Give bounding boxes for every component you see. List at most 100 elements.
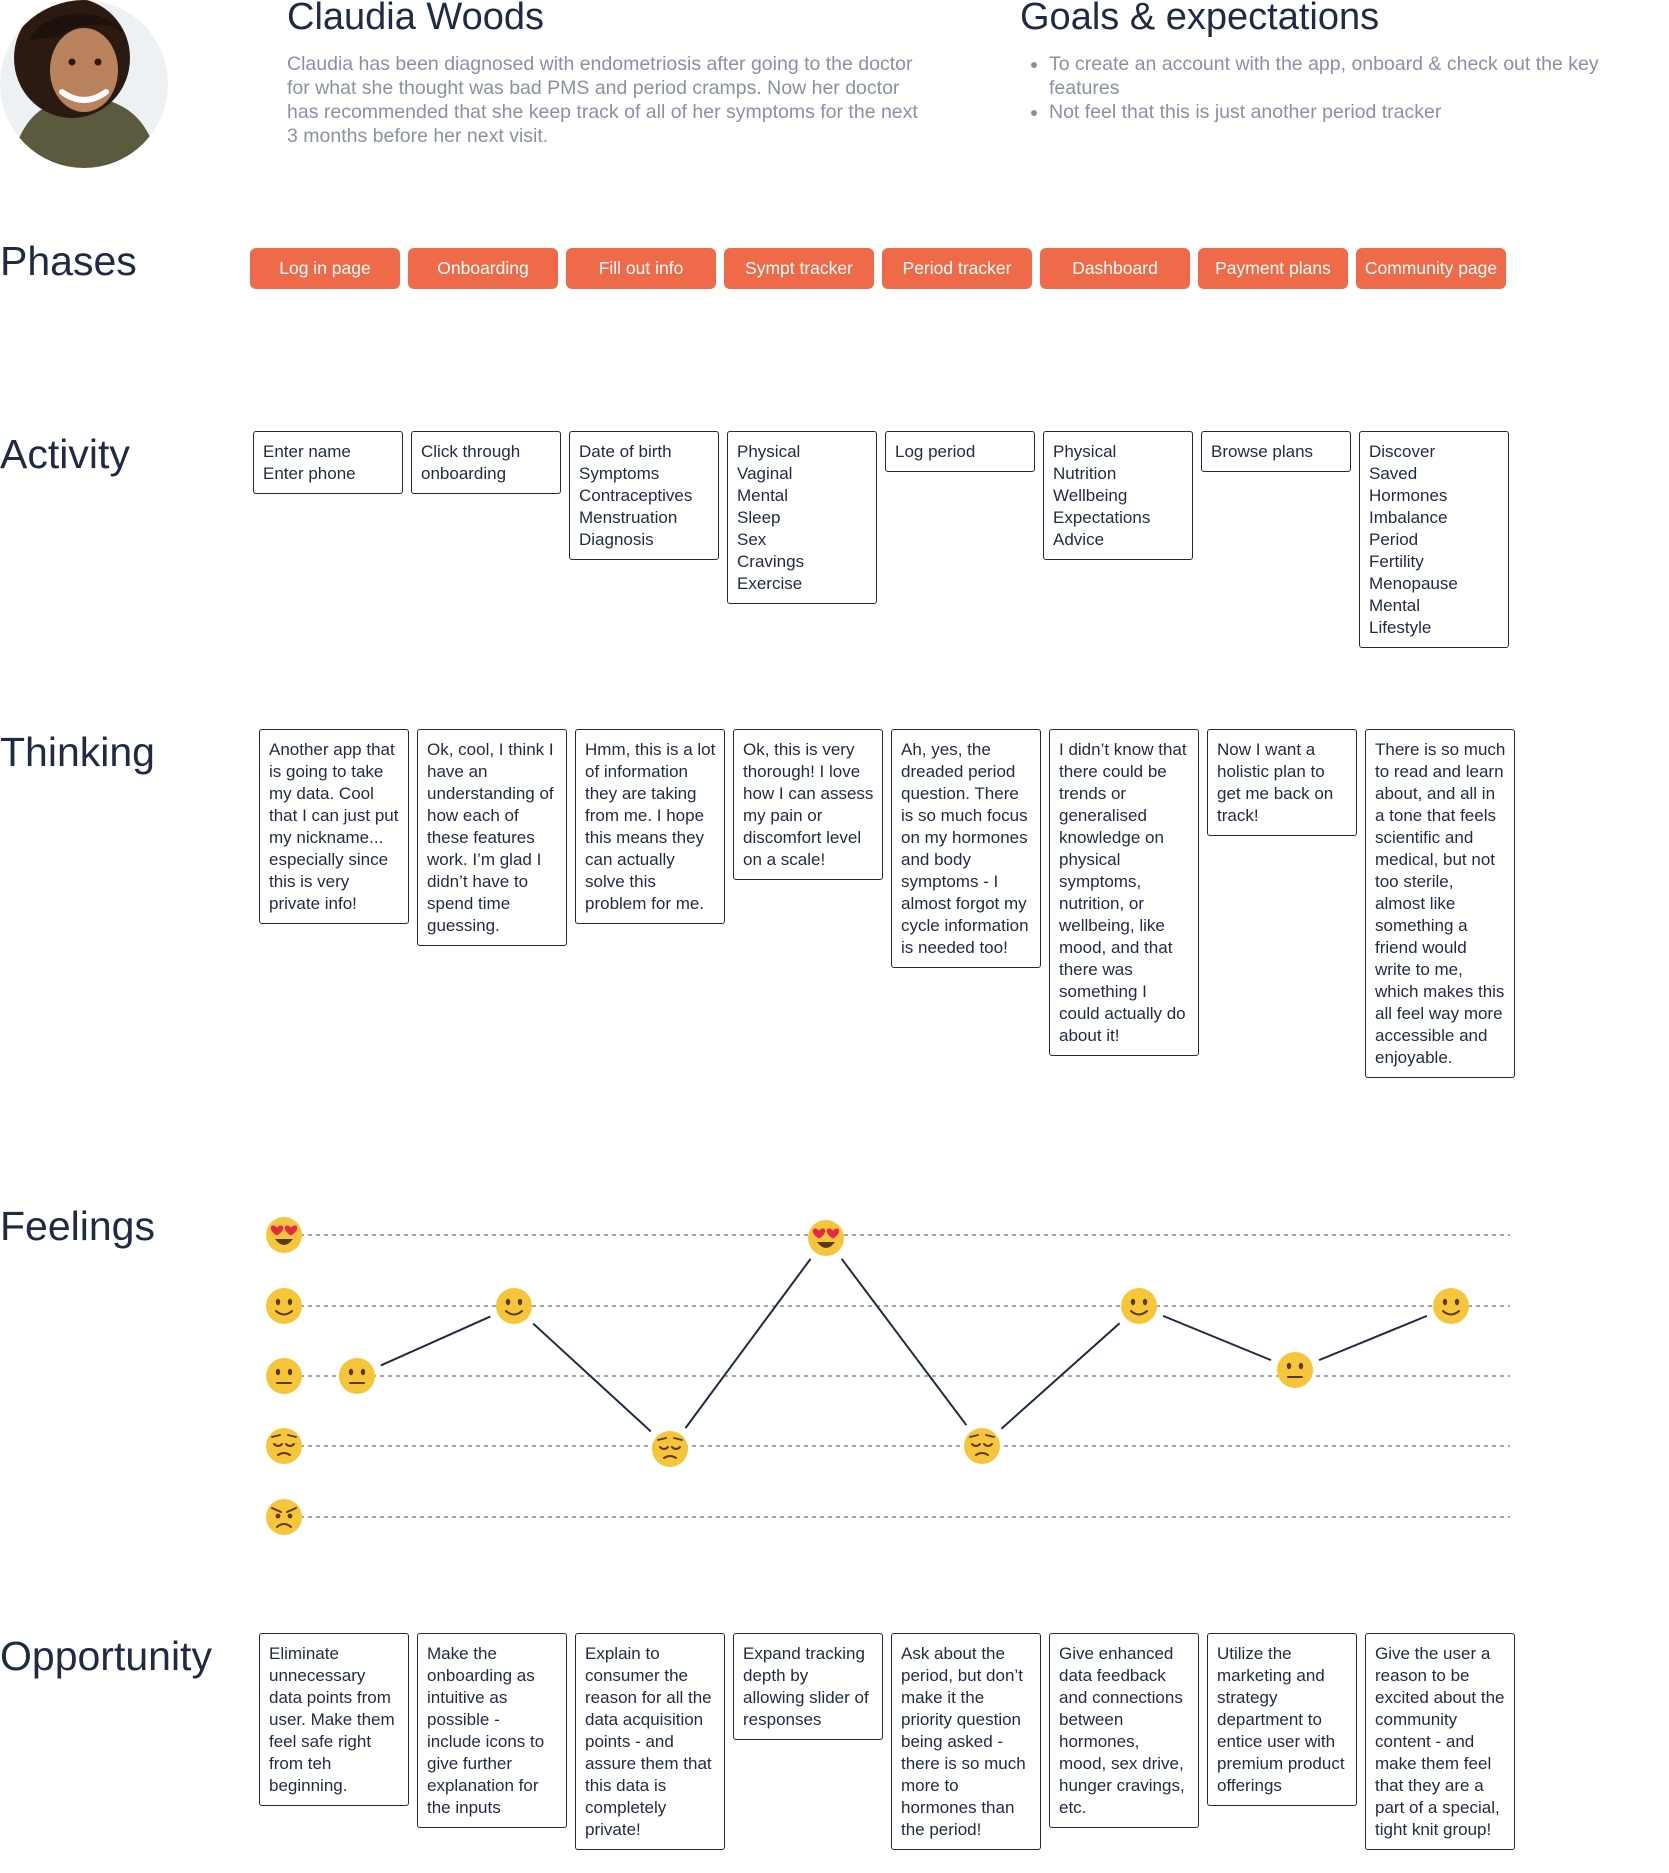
heart-eye (812, 1228, 826, 1239)
face-eye (983, 1443, 993, 1447)
activity-item: Mental (737, 486, 789, 505)
feelings-line-segment (532, 1322, 652, 1433)
feeling-smile-icon (1433, 1288, 1469, 1324)
heart-eye (284, 1225, 298, 1236)
face-mouth (505, 1310, 523, 1316)
face-eye (275, 1298, 281, 1306)
feeling-neutral-icon (339, 1358, 375, 1394)
face-eye (517, 1298, 523, 1306)
phase-period-tracker: Period tracker (882, 248, 1032, 289)
feeling-smile-icon (1121, 1288, 1157, 1324)
activity-card: Click through onboarding (411, 431, 561, 494)
thinking-card: Ok, cool, I think I have an understandin… (417, 729, 567, 946)
face-circle (339, 1358, 375, 1394)
persona-name: Claudia Woods (287, 0, 545, 38)
scale-angry-icon (266, 1499, 302, 1535)
face-eye (348, 1368, 354, 1376)
activity-item: Sex (737, 530, 767, 549)
phase-log-in-page: Log in page (250, 248, 400, 289)
phase-sympt-tracker: Sympt tracker (724, 248, 874, 289)
activity-item: Menopause (1369, 574, 1458, 593)
activity-item: Imbalance (1369, 508, 1448, 527)
activity-item: Physical (1053, 442, 1117, 461)
activity-item: Contraceptives (579, 486, 693, 505)
activity-item: Fertility (1369, 552, 1424, 571)
face-mouth (663, 1455, 677, 1459)
face-eye (659, 1446, 669, 1450)
row-title-phases: Phases (0, 238, 137, 284)
thinking-card: Ok, this is very thorough! I love how I … (733, 729, 883, 880)
activity-item: Enter name (263, 442, 351, 461)
row-title-activity: Activity (0, 431, 130, 477)
activity-item: onboarding (421, 464, 507, 483)
goal-item: Not feel that this is just another perio… (1049, 100, 1609, 124)
thinking-card: Another app that is going to take my dat… (259, 729, 409, 924)
activity-item: Discover (1369, 442, 1436, 461)
face-brow (271, 1434, 297, 1438)
persona-avatar (0, 0, 168, 168)
activity-card: Physical Vaginal Mental Sleep Sex Cravin… (727, 431, 877, 604)
row-title-opportunity: Opportunity (0, 1633, 212, 1679)
face-brow (657, 1437, 683, 1441)
thinking-card: Hmm, this is a lot of information they a… (575, 729, 725, 924)
face-brow (969, 1434, 995, 1438)
activity-item: Date of birth (579, 442, 672, 461)
phase-payment-plans: Payment plans (1198, 248, 1348, 289)
activity-item: Expectations (1053, 508, 1151, 527)
face-eye (1286, 1362, 1292, 1370)
activity-card: Date of birth Symptoms Contraceptives Me… (569, 431, 719, 560)
face-eye (671, 1446, 681, 1450)
activity-item: Wellbeing (1053, 486, 1128, 505)
phase-dashboard: Dashboard (1040, 248, 1190, 289)
phase-fill-out-info: Fill out info (566, 248, 716, 289)
face-eye (1442, 1298, 1448, 1306)
goal-item: To create an account with the app, onboa… (1049, 52, 1609, 100)
feeling-pensive-icon (964, 1428, 1000, 1464)
face-circle (964, 1428, 1000, 1464)
thinking-card: Ah, yes, the dreaded period question. Th… (891, 729, 1041, 968)
activity-item: Physical (737, 442, 801, 461)
persona-description: Claudia has been diagnosed with endometr… (287, 53, 918, 147)
activity-item: Period (1369, 530, 1419, 549)
face-mouth (817, 1242, 835, 1248)
activity-item: Lifestyle (1369, 618, 1432, 637)
face-eye (287, 1513, 293, 1519)
phase-community-page: Community page (1356, 248, 1506, 289)
phase-onboarding: Onboarding (408, 248, 558, 289)
activity-card: Discover Saved Hormones Imbalance Period… (1359, 431, 1509, 648)
face-circle (652, 1431, 688, 1467)
face-circle (266, 1428, 302, 1464)
face-mouth (1442, 1310, 1460, 1316)
scale-heart-eyes-icon (266, 1217, 302, 1253)
feelings-line-segment (1318, 1314, 1428, 1362)
heart-eye (826, 1228, 840, 1239)
feelings-line-segment (684, 1258, 812, 1429)
face-eye (285, 1443, 295, 1447)
activity-item: Exercise (737, 574, 803, 593)
activity-card: Log period (885, 431, 1035, 472)
thinking-card: I didn’t know that there could be trends… (1049, 729, 1199, 1056)
activity-item: Vaginal (737, 464, 793, 483)
activity-item: Nutrition (1053, 464, 1117, 483)
opportunity-card: Give enhanced data feedback and connecti… (1049, 1633, 1199, 1828)
face-mouth (975, 1452, 989, 1456)
face-eye (1298, 1362, 1304, 1370)
row-title-feelings: Feelings (0, 1203, 155, 1249)
activity-item: Menstruation (579, 508, 678, 527)
feelings-line-segment (1000, 1322, 1121, 1430)
heart-eye (270, 1225, 284, 1236)
face-eye (287, 1368, 293, 1376)
opportunity-card: Expand tracking depth by allowing slider… (733, 1633, 883, 1740)
opportunity-card: Eliminate unnecessary data points from u… (259, 1633, 409, 1806)
thinking-card: Now I want a holistic plan to get me bac… (1207, 729, 1357, 836)
thinking-card: There is so much to read and learn about… (1365, 729, 1515, 1078)
face-eye (275, 1368, 281, 1376)
face-mouth (1130, 1310, 1148, 1316)
opportunity-card: Give the user a reason to be excited abo… (1365, 1633, 1515, 1850)
face-eye (273, 1443, 283, 1447)
feelings-line-segment (840, 1258, 968, 1426)
face-eye (360, 1368, 366, 1376)
face-eye (287, 1298, 293, 1306)
activity-item: Enter phone (263, 464, 356, 483)
activity-card: Physical Nutrition Wellbeing Expectation… (1043, 431, 1193, 560)
